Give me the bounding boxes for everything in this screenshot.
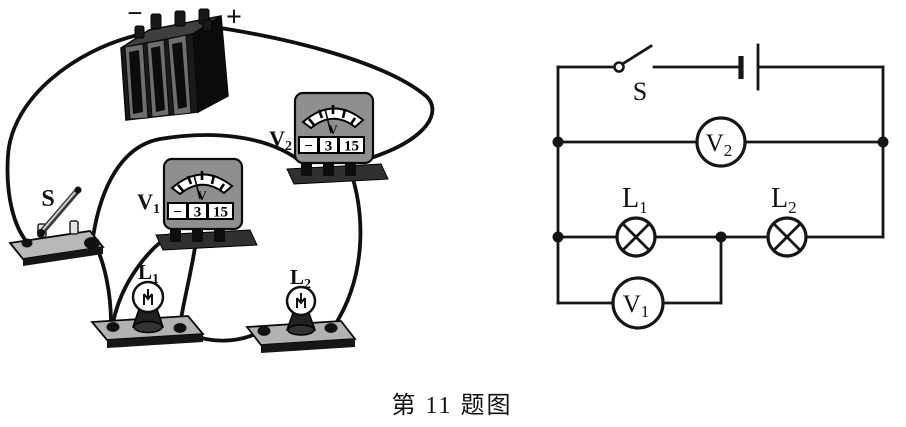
wire-switch-to-v2 (91, 133, 307, 239)
battery-terminal-clips (134, 8, 213, 39)
switch-blade (622, 44, 653, 65)
junction-dot (552, 136, 564, 148)
lamp-cross-2 (772, 222, 802, 252)
schematic-lamp-l2: L2 (766, 183, 808, 258)
battery-plus-label: + (226, 2, 242, 33)
schematic-lamp-l1: L1 (615, 183, 657, 258)
schematic-battery-symbol (738, 43, 760, 91)
lamp-l2-label: L2 (290, 265, 311, 292)
meter-scale-ticks (177, 171, 226, 192)
voltmeter-v1-label: V1 (137, 189, 160, 217)
switch: S (8, 186, 105, 266)
switch-left-terminal (21, 238, 33, 248)
figure-caption: 第 11 题图 (391, 392, 512, 419)
meter-post-right (345, 163, 356, 176)
lamp-l1-label: L1 (138, 260, 159, 287)
voltmeter-v1: V − 3 15 (155, 157, 258, 251)
schematic-circuit: S V2 L1 L2 V1 (552, 43, 889, 330)
terminal-box-15 (338, 136, 365, 154)
meter-post-mid (192, 229, 203, 242)
switch-hinge (37, 229, 45, 237)
lamp-cross-2 (621, 222, 651, 252)
meter-scale-arc (301, 107, 365, 130)
voltmeter-v2-label: V2 (269, 126, 292, 154)
schematic-voltmeter-v2: V2 (695, 116, 747, 168)
battery-minus-label: − (127, 0, 142, 28)
meter-post-right (214, 229, 225, 242)
terminal-label-15: 15 (213, 205, 228, 221)
meter-needle (193, 174, 201, 200)
lamp-socket-collar (287, 324, 315, 336)
terminal-label-3: 3 (194, 205, 202, 221)
meter-unit: V (328, 122, 338, 137)
junction-dot (715, 231, 727, 243)
lamp-terminal-left (257, 326, 271, 336)
lamp-socket-collar (133, 320, 163, 334)
meter-post-left (170, 229, 181, 242)
lamp-filament (296, 293, 306, 308)
wire-battery-pos-to-v2 (205, 24, 435, 164)
wire-battery-neg-to-switch (5, 33, 140, 243)
terminal-label-3: 3 (325, 139, 333, 155)
switch-right-terminal (84, 237, 100, 249)
voltmeter-circle (611, 276, 665, 330)
terminal-label-15: 15 (344, 139, 359, 155)
meter-scale-arc (170, 173, 234, 196)
voltmeter-circle (695, 116, 747, 168)
schematic-l1-label: L1 (622, 183, 648, 217)
meter-needle (324, 108, 332, 134)
switch-lever-highlight (41, 189, 78, 232)
junction-dots (552, 136, 889, 243)
lamp-terminal-right (173, 323, 187, 333)
lamp-base-front (107, 334, 203, 348)
meter-scale-ticks (308, 105, 357, 126)
meter-unit: V (197, 188, 207, 203)
switch-pivot (613, 61, 625, 73)
schematic-l2-label: L2 (771, 183, 797, 217)
switch-label: S (41, 186, 54, 212)
battery: − + (120, 0, 242, 121)
schematic-voltmeter-v1: V1 (611, 276, 665, 330)
lamp-filament (143, 289, 153, 305)
junction-dot (877, 136, 889, 148)
lamp-base-front (261, 339, 355, 353)
terminal-box-15 (207, 202, 234, 220)
junction-dot (552, 231, 564, 243)
battery-cells (124, 34, 192, 120)
schematic-switch-symbol: S (613, 44, 653, 106)
lamp-terminal-right (324, 323, 338, 333)
terminal-label-minus: − (173, 205, 182, 221)
switch-lever-knob (74, 186, 82, 194)
meter-post-mid (323, 163, 334, 176)
meter-post-left (301, 163, 312, 176)
switch-post-right (69, 220, 79, 235)
switch-base-front (23, 247, 103, 266)
lamp-terminal-left (106, 322, 120, 332)
schematic-v2-label: V2 (706, 130, 733, 160)
lamp-l2: L2 (245, 265, 357, 353)
voltmeter-v2: V − 3 15 (286, 91, 389, 185)
terminal-label-minus: − (304, 139, 313, 155)
wire-v2-to-lamp2 (331, 168, 363, 330)
schematic-v1-label: V1 (623, 291, 650, 321)
pictorial-circuit: − + S (5, 0, 435, 353)
schematic-switch-label: S (633, 77, 647, 106)
lamp-l1: L1 (90, 260, 205, 348)
